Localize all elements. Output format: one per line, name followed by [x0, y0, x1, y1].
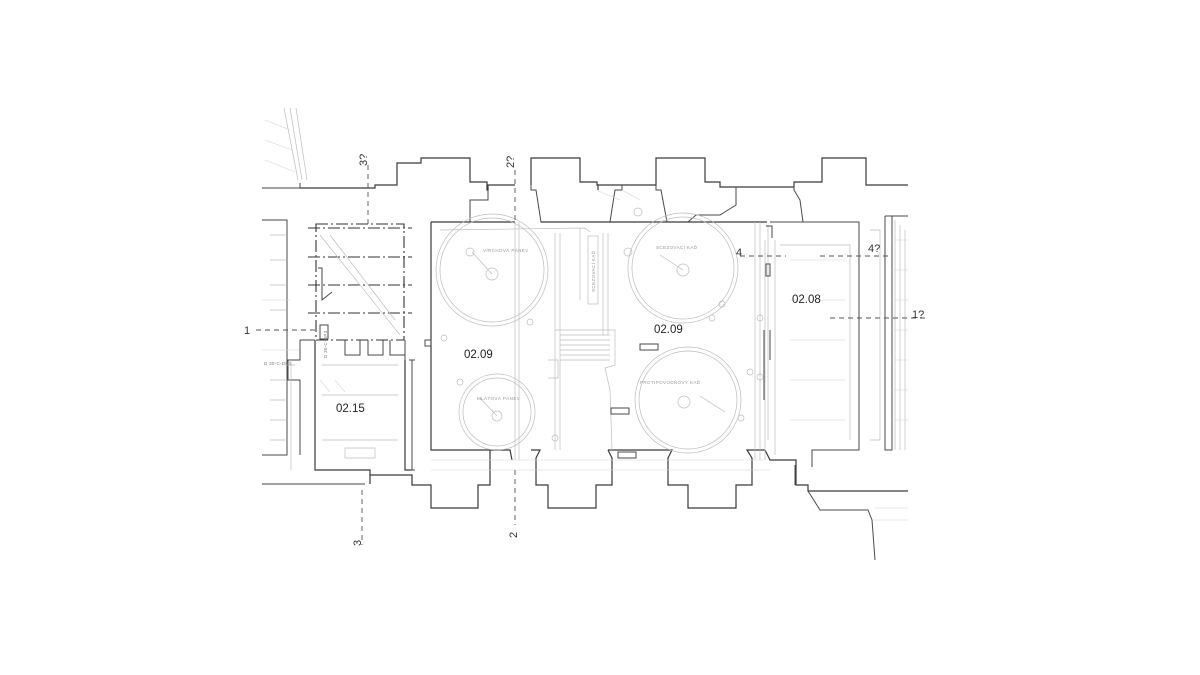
- room-label-0215: 02.15: [336, 403, 365, 415]
- room-label-0209-left: 02.09: [464, 349, 493, 361]
- section-marker-4-left: 4: [736, 247, 742, 259]
- section-marker-3-bottom: 3: [352, 540, 364, 546]
- section-marker-2-bottom: 2: [508, 532, 520, 538]
- interior-detail: SCEZOVACÍ KAĎ: [424, 189, 851, 471]
- section-marker-1-left: 1: [244, 325, 250, 337]
- section-marker-2-top: 2?: [505, 156, 517, 168]
- tank-top-left-label: VÍRCHOVÁ PÁNEV: [483, 247, 529, 253]
- section-marker-3-top: 3?: [358, 154, 370, 166]
- tank-top-left: VÍRCHOVÁ PÁNEV: [435, 213, 549, 327]
- tank-bottom-right-label: PROTIPOVODŇOVÝ KAĎ: [640, 378, 701, 385]
- tag-op1: D 30-C-DP1: [264, 361, 292, 366]
- dashdot-block: [308, 223, 412, 341]
- room-label-0208: 02.08: [792, 294, 821, 306]
- section-marker-1-right: 1?: [912, 309, 924, 321]
- building-outline: [287, 157, 908, 561]
- tank-top-right: SCEZOVACÍ KAĎ: [627, 212, 739, 324]
- tank-bottom-left-label: MLÁTOVÁ PÁNEV: [477, 395, 520, 401]
- section-lines: [256, 165, 928, 545]
- tag-op3: D 30-C-DP3: [323, 330, 328, 358]
- tank-top-right-label: SCEZOVACÍ KAĎ: [656, 243, 698, 250]
- left-context-linework: [262, 107, 365, 485]
- vertical-equipment-label: SCEZOVACÍ KAĎ: [589, 250, 596, 292]
- tank-bottom-left: MLÁTOVÁ PÁNEV: [458, 373, 536, 451]
- room-label-0209-right: 02.09: [654, 324, 683, 336]
- section-marker-4-right: 4?: [868, 243, 880, 255]
- tank-bottom-right: PROTIPOVODŇOVÝ KAĎ: [634, 346, 742, 454]
